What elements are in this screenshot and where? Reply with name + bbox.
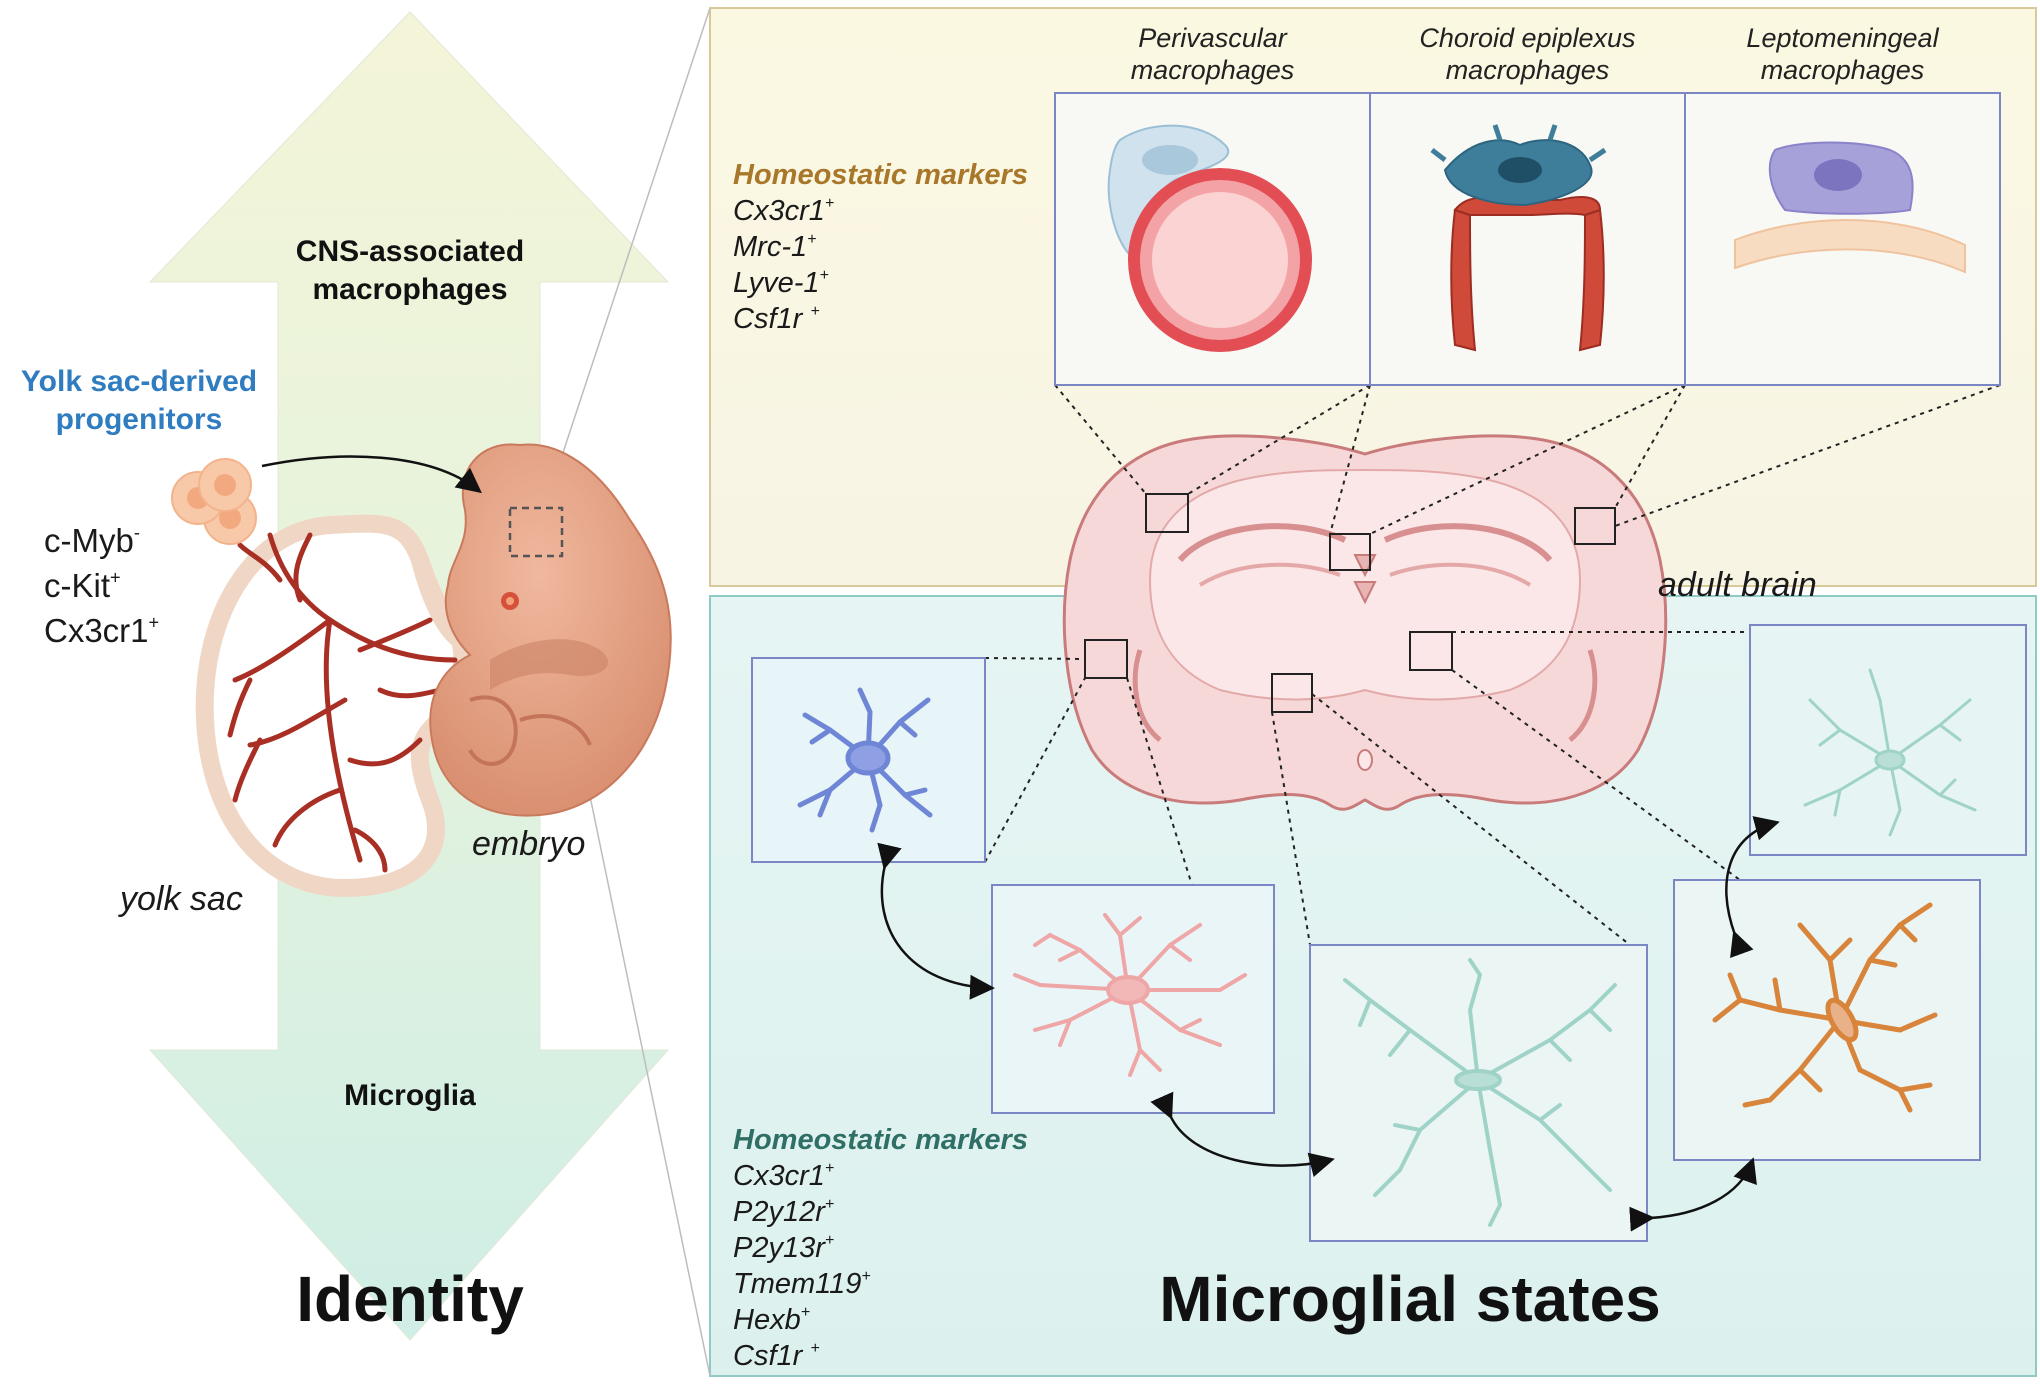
microglia-pink-art: [1013, 913, 1247, 1077]
progenitor-marker: c-Kit+: [44, 567, 121, 604]
embryo-label: embryo: [472, 825, 586, 863]
progenitor-title: Yolk sac-derived progenitors: [0, 363, 278, 439]
cell-title-line: macrophages: [1760, 55, 1925, 85]
arrow-top-line-2: macrophages: [312, 273, 508, 306]
cell-title-line: Choroid epiplexus: [1419, 23, 1636, 53]
bottom-marker: Cx3cr1+: [733, 1160, 835, 1192]
top-marker: Cx3cr1+: [733, 195, 835, 227]
bottom-marker: Tmem119+: [733, 1268, 871, 1300]
arrow-top-label: CNS-associated macrophages: [260, 233, 560, 309]
cell-title-line: Leptomeningeal: [1746, 23, 1939, 53]
microglial-states-title: Microglial states: [1159, 1263, 1661, 1335]
top-marker: Lyve-1+: [733, 267, 829, 299]
adult-brain-label: adult brain: [1658, 566, 1817, 604]
progenitor-cells: [171, 458, 257, 545]
progenitor-marker: c-Myb-: [44, 522, 140, 559]
top-marker: Mrc-1+: [733, 231, 817, 263]
bottom-marker: P2y12r+: [733, 1196, 835, 1228]
bottom-markers: Homeostatic markers Cx3cr1+ P2y12r+ P2y1…: [733, 1122, 1028, 1374]
cell-title-line: macrophages: [1130, 55, 1295, 85]
leptomeningeal-macrophage-art: [1734, 141, 1966, 274]
arrow-bottom-label: Microglia: [344, 1079, 476, 1112]
microglia-teal-art: [1343, 958, 1617, 1227]
adult-brain-section: [1062, 434, 1668, 811]
top-markers-title: Homeostatic markers: [733, 159, 1028, 191]
bottom-markers-title: Homeostatic markers: [733, 1124, 1028, 1156]
progenitor-marker: Cx3cr1+: [44, 612, 160, 649]
progenitor-title-line-2: progenitors: [55, 403, 223, 436]
cell-title-choroid: Choroid epiplexus macrophages: [1370, 22, 1685, 86]
identity-title: Identity: [296, 1263, 524, 1335]
cell-title-line: macrophages: [1445, 55, 1610, 85]
bottom-marker: Hexb+: [733, 1304, 811, 1336]
bottom-marker: Csf1r +: [733, 1340, 820, 1372]
top-markers: Homeostatic markers Cx3cr1+ Mrc-1+ Lyve-…: [733, 157, 1028, 337]
bottom-marker: P2y13r+: [733, 1232, 835, 1264]
choroid-macrophage-art: [1430, 124, 1607, 352]
yolk-sac-label: yolk sac: [120, 880, 243, 918]
progenitor-markers: c-Myb- c-Kit+ Cx3cr1+: [44, 518, 159, 653]
microglia-orange-art: [1712, 902, 1938, 1113]
perivascular-macrophage-art: [1107, 124, 1312, 352]
cell-title-leptomeningeal: Leptomeningeal macrophages: [1685, 22, 2000, 86]
microglia-blue-art: [797, 687, 933, 833]
progenitor-title-line-1: Yolk sac-derived: [20, 365, 258, 398]
embryo: [429, 443, 672, 817]
yolk-sac: [195, 514, 472, 898]
microglia-teal-small-art: [1803, 668, 1977, 837]
cell-title-line: Perivascular: [1138, 23, 1287, 53]
microglia-boxes: [751, 624, 2027, 1242]
cell-title-perivascular: Perivascular macrophages: [1055, 22, 1370, 86]
arrow-top-line-1: CNS-associated: [295, 235, 525, 268]
top-marker: Csf1r +: [733, 303, 820, 335]
